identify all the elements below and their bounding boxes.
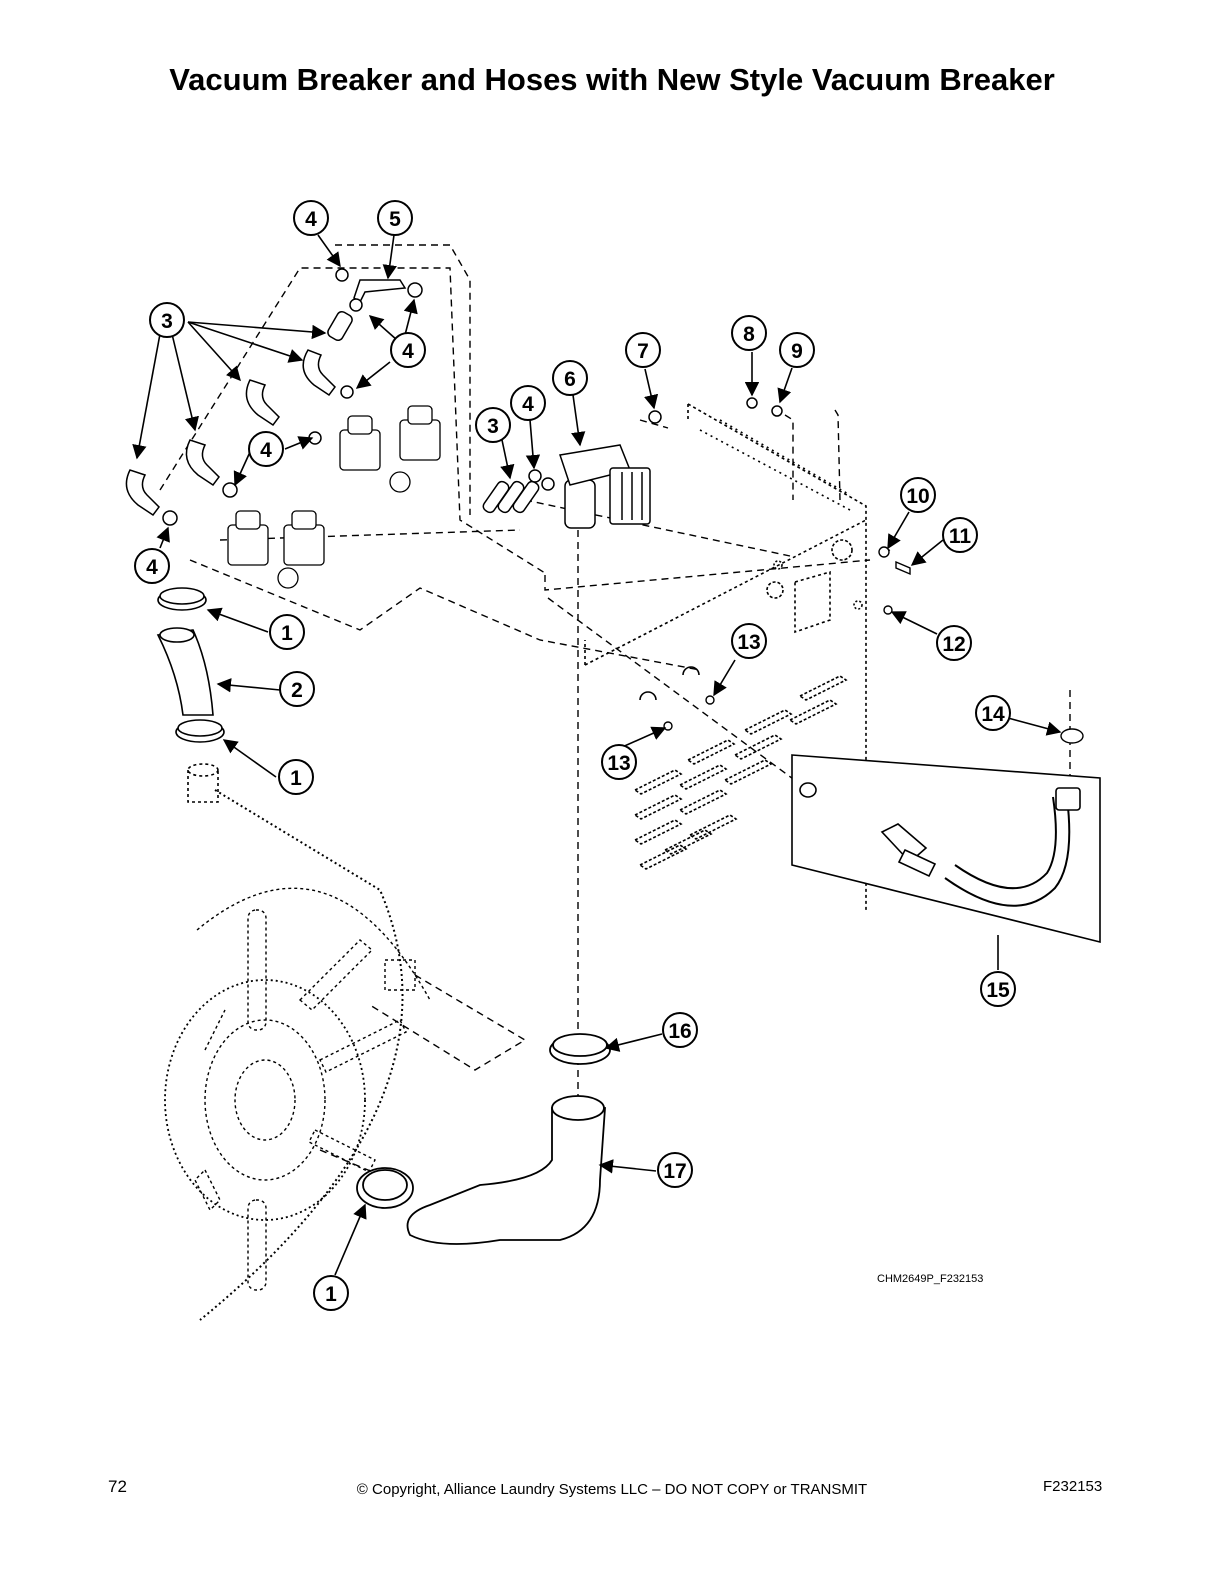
drawing-code: CHM2649P_F232153 (877, 1273, 983, 1285)
svg-text:17: 17 (663, 1160, 686, 1183)
svg-text:4: 4 (260, 439, 272, 462)
callout-6: 6 (552, 360, 588, 396)
svg-text:5: 5 (389, 208, 401, 231)
svg-text:4: 4 (522, 393, 534, 416)
svg-text:13: 13 (737, 631, 760, 654)
cabinet-outline (584, 403, 867, 910)
svg-text:8: 8 (743, 323, 755, 346)
callout-4-middle: 4 (510, 385, 546, 421)
svg-text:16: 16 (668, 1020, 691, 1043)
copyright-notice: © Copyright, Alliance Laundry Systems LL… (356, 1481, 868, 1498)
callout-10: 10 (900, 477, 936, 513)
callout-4-left: 4 (134, 548, 170, 584)
svg-text:12: 12 (942, 633, 965, 656)
callout-1-lower: 1 (313, 1275, 349, 1311)
drain-hose-assembly (356, 1033, 611, 1245)
svg-text:1: 1 (290, 767, 302, 790)
callout-4-top: 4 (293, 200, 329, 236)
svg-text:1: 1 (281, 622, 293, 645)
svg-text:13: 13 (607, 752, 630, 775)
callout-7: 7 (625, 332, 661, 368)
svg-text:15: 15 (986, 979, 1010, 1002)
callout-4-center: 4 (390, 332, 426, 368)
svg-text:7: 7 (637, 340, 649, 363)
callout-9: 9 (779, 332, 815, 368)
vacuum-breaker (559, 397, 783, 529)
callout-13-upper: 13 (731, 623, 767, 659)
svg-text:3: 3 (161, 310, 173, 333)
callout-11: 11 (942, 517, 978, 553)
callout-1-middle: 1 (278, 759, 314, 795)
callout-2: 2 (279, 671, 315, 707)
inlet-valves (227, 405, 441, 589)
svg-text:2: 2 (291, 679, 303, 702)
svg-text:14: 14 (981, 703, 1005, 726)
callout-1-upper: 1 (269, 614, 305, 650)
page-number: 72 (108, 1477, 127, 1496)
callout-8: 8 (731, 315, 767, 351)
inlet-hose-inset (791, 754, 1101, 944)
svg-text:9: 9 (791, 340, 803, 363)
callout-3-middle: 3 (475, 407, 511, 443)
svg-text:4: 4 (402, 340, 414, 363)
svg-text:10: 10 (906, 485, 929, 508)
callout-5: 5 (377, 200, 413, 236)
callout-4-mid: 4 (248, 431, 284, 467)
callout-leaders (132, 234, 1062, 1276)
svg-text:6: 6 (564, 368, 576, 391)
callout-3-top-left: 3 (149, 302, 185, 338)
page-title: Vacuum Breaker and Hoses with New Style … (169, 62, 1055, 97)
hose-routing-lines (159, 244, 1071, 1120)
svg-text:3: 3 (487, 415, 499, 438)
callout-16: 16 (662, 1012, 698, 1048)
drum-outline (164, 789, 527, 1321)
hardware-parts (663, 546, 1084, 744)
left-hose-assembly (156, 587, 225, 803)
document-id: F232153 (1043, 1478, 1103, 1495)
callout-17: 17 (657, 1152, 693, 1188)
callout-14: 14 (975, 695, 1011, 731)
svg-text:4: 4 (305, 208, 317, 231)
callout-set: 4 5 3 4 4 3 4 6 7 8 9 10 11 12 13 13 14 … (134, 200, 1016, 1311)
callout-13-lower: 13 (601, 744, 637, 780)
svg-text:1: 1 (325, 1283, 337, 1306)
svg-text:4: 4 (146, 556, 158, 579)
callout-15: 15 (980, 971, 1016, 1007)
callout-12: 12 (936, 625, 972, 661)
svg-text:11: 11 (949, 525, 972, 548)
upper-hoses-group (125, 268, 555, 526)
